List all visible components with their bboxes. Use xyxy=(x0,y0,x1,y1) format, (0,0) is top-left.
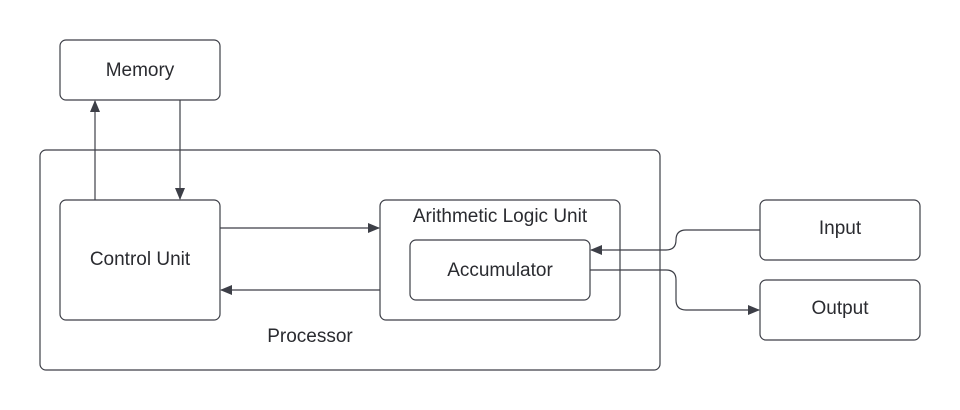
alu-label: Arithmetic Logic Unit xyxy=(413,206,588,227)
processor-label: Processor xyxy=(267,326,353,347)
input-label: Input xyxy=(819,218,862,239)
accumulator-label: Accumulator xyxy=(447,260,553,281)
arrow-accumulator-to-output xyxy=(590,269,760,315)
output-node: Output xyxy=(759,279,921,341)
output-label: Output xyxy=(811,298,869,319)
memory-node: Memory xyxy=(59,39,221,101)
memory-label: Memory xyxy=(106,60,175,81)
accumulator-node: Accumulator xyxy=(409,239,591,301)
control-unit-label: Control Unit xyxy=(90,249,191,270)
control-unit-node: Control Unit xyxy=(59,199,221,321)
arrow-input-to-accumulator xyxy=(590,229,760,255)
processor-container: Processor xyxy=(39,149,661,371)
input-node: Input xyxy=(759,199,921,261)
